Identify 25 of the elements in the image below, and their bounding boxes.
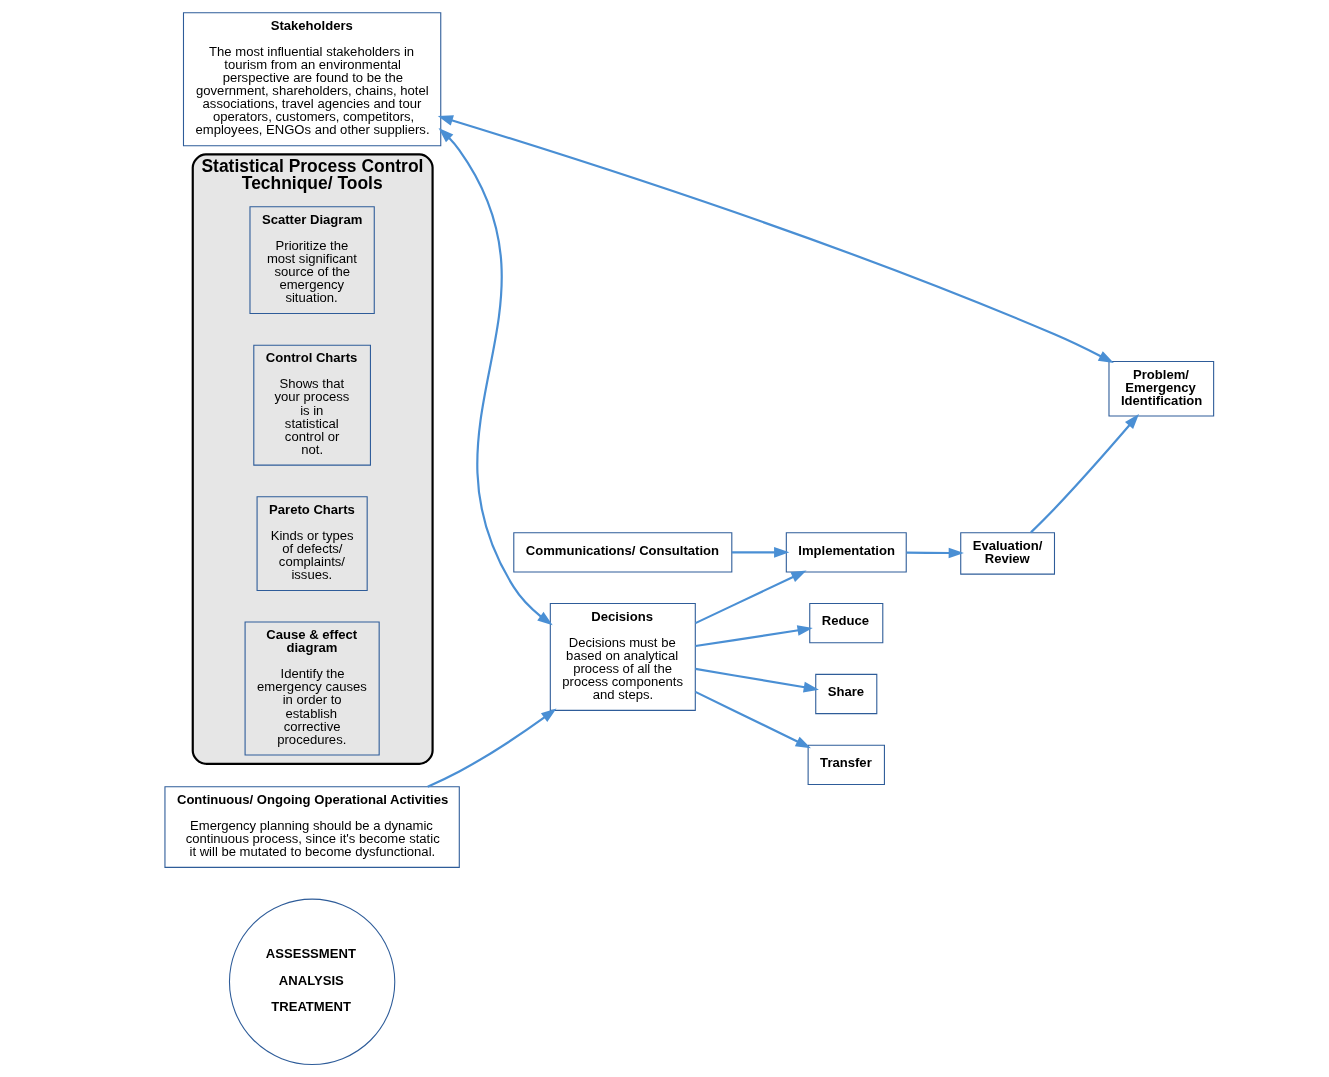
node-box: Evaluation/ Review <box>959 532 1055 575</box>
node-box: Transfer <box>807 744 885 786</box>
node-box: Continuous/ Ongoing Operational Activities Emergency planning should be a dynamic continuous process, since it's become static it will be mutated to become dysfunctional. <box>163 786 460 868</box>
node-box: Reduce <box>808 603 883 644</box>
arrow <box>1029 413 1139 534</box>
node-box: Decisions Decisions must be based on analytical process of all the process components and steps. <box>549 603 696 711</box>
arrow <box>906 547 964 559</box>
node-box: Share <box>814 673 877 715</box>
arrow <box>426 708 556 788</box>
node-box: Pareto Charts Kinds or types of defects/ complaints/ issues. <box>256 496 368 591</box>
node-box: Scatter Diagram Prioritize the most significant source of the emergency situation. <box>248 206 375 315</box>
arrow <box>438 127 553 626</box>
node-box: Communications/ Consultation <box>512 532 732 573</box>
node-circle: ASSESSMENT ANALYSIS TREATMENT <box>228 898 395 1065</box>
node-box: Control Charts Shows that your process is in statistical control or not. <box>252 344 371 466</box>
arrow <box>694 570 807 625</box>
node-box: Cause & effect diagram Identify the emergency causes in order to establish corrective procedures. <box>244 621 380 756</box>
arrow <box>694 690 811 749</box>
node-box: Problem/ Emergency Identification <box>1107 361 1214 417</box>
node-box: Stakeholders The most influential stakeholders in tourism from an environmental perspective are found to be the government, shareholders, chains, hotel associations, travel agencies and tour operators, customers, competitors, employees, ENGOs and other suppliers. <box>182 12 441 147</box>
node-box: Implementation <box>785 532 907 573</box>
arrow <box>731 546 789 558</box>
arrow <box>694 625 813 648</box>
arrow <box>694 667 819 693</box>
arrow <box>437 115 1114 364</box>
